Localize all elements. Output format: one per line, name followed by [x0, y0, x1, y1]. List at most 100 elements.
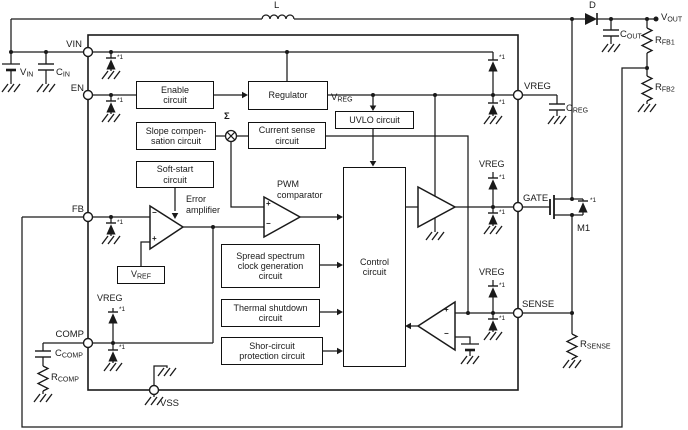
- m1-body-diode: [577, 200, 589, 214]
- wire-current-sense: [215, 135, 469, 313]
- wire-sum-to-pwm: [230, 141, 264, 208]
- esd-note: *1: [117, 219, 124, 226]
- error-amplifier-symbol: [149, 204, 185, 251]
- gate-driver-symbol: [417, 185, 457, 229]
- ccomp-label: CCOMP: [55, 348, 83, 360]
- vref-label: V: [130, 268, 137, 279]
- esd-note: *1: [590, 197, 597, 204]
- wire-vin-rail: [92, 51, 494, 95]
- sense-comparator-symbol: [416, 300, 456, 352]
- error-amplifier-label: Error amplifier: [186, 194, 221, 215]
- rcomp-symbol: [37, 365, 49, 392]
- pwm-minus-sign: −: [266, 219, 271, 228]
- wire-blocks-to-control: [320, 264, 337, 352]
- rsense-label: RSENSE: [580, 339, 611, 351]
- pin-label-sense: SENSE: [522, 299, 555, 310]
- sense-comp-minus-sign: −: [444, 329, 449, 338]
- rcomp-label: RCOMP: [51, 372, 79, 384]
- error-amp-minus-sign: −: [152, 208, 157, 217]
- wire-rsense: [522, 312, 573, 360]
- block-current-sense: Current sense circuit: [248, 122, 326, 149]
- pin-vin: [82, 46, 94, 58]
- esd-note: *1: [499, 54, 506, 61]
- esd-note: *1: [499, 282, 506, 289]
- pin-fb: [82, 211, 94, 223]
- pin-label-comp: COMP: [55, 329, 85, 340]
- vreg-rail-label-gate: VREG: [479, 159, 505, 169]
- rfb1-label: RFB1: [655, 35, 675, 47]
- esd-note: *1: [119, 306, 126, 313]
- wire-sense-comp: [411, 312, 514, 356]
- esd-note: *1: [499, 174, 506, 181]
- creg-symbol: [548, 103, 566, 111]
- vreg-rail-label-comp: VREG: [97, 293, 123, 303]
- pin-label-fb: FB: [71, 204, 84, 215]
- cin-label: CIN: [56, 67, 70, 79]
- inductor-label: L: [274, 0, 280, 11]
- block-regulator: Regulator: [248, 81, 328, 110]
- block-soft-start: Soft-start circuit: [136, 161, 214, 188]
- signal-arrows: [171, 91, 411, 355]
- esd-note: *1: [499, 99, 506, 106]
- sense-ref-source-symbol: [459, 342, 481, 352]
- vin-source-label: VIN: [20, 67, 34, 79]
- wire-feedback-loop: [21, 67, 645, 428]
- block-enable-circuit: Enable circuit: [136, 81, 214, 109]
- diode-d: [585, 13, 598, 25]
- block-slope-compensation: Slope compen- sation circuit: [136, 122, 216, 150]
- esd-note: *1: [499, 315, 506, 322]
- esd-note: *1: [119, 344, 126, 351]
- pin-comp: [82, 337, 94, 349]
- vin-source-symbol: [0, 62, 22, 72]
- esd-note: *1: [499, 209, 506, 216]
- rfb1-symbol: [641, 27, 653, 54]
- sigma-label: Σ: [224, 111, 230, 122]
- wire-comp-int: [92, 308, 213, 363]
- vreg-rail-label-sense: VREG: [479, 267, 505, 277]
- wire-creg: [522, 94, 558, 116]
- pin-vreg: [512, 89, 524, 101]
- wire-driver: [406, 206, 514, 232]
- summing-node: [224, 129, 238, 143]
- cout-label: COUT: [620, 29, 642, 41]
- cout-symbol: [602, 29, 620, 37]
- wire-m1: [522, 19, 584, 313]
- vout-terminal: [653, 16, 659, 22]
- pin-label-gate: GATE: [523, 193, 549, 204]
- mosfet-label: M1: [577, 223, 591, 234]
- wire-vref: [140, 241, 150, 266]
- error-amp-plus-sign: +: [152, 234, 157, 243]
- junction-dots: [9, 16, 659, 345]
- pin-label-vss: VSS: [160, 398, 180, 409]
- ccomp-symbol: [34, 350, 52, 358]
- pwm-comparator-symbol: [263, 195, 302, 239]
- pwm-comparator-label: PWM comparator: [277, 179, 323, 200]
- rfb2-symbol: [641, 75, 653, 102]
- pin-vss: [148, 384, 160, 396]
- ic-pins: [82, 46, 524, 396]
- block-vref: VREF: [117, 266, 165, 284]
- wire-network: [10, 14, 656, 428]
- sense-comp-plus-sign: +: [444, 305, 449, 314]
- creg-label: CREG: [566, 103, 589, 115]
- block-spread-spectrum: Spread spectrum clock generation circuit: [221, 244, 320, 288]
- wire-comp-ext: [42, 342, 84, 394]
- rfb2-label: RFB2: [655, 82, 675, 94]
- block-control-circuit: Control circuit: [343, 167, 406, 367]
- pin-label-vin: VIN: [66, 39, 82, 50]
- esd-note: *1: [117, 97, 124, 104]
- rsense-symbol: [566, 333, 578, 360]
- pin-en: [82, 89, 94, 101]
- diode-label: D: [589, 0, 596, 11]
- vreg-output-label: VREG: [331, 91, 353, 103]
- cin-symbol: [37, 63, 55, 71]
- pin-sense: [512, 307, 524, 319]
- inductor-l: [261, 14, 295, 20]
- vout-label: VOUT: [661, 12, 683, 24]
- pwm-plus-sign: +: [266, 199, 271, 208]
- pin-label-vreg: VREG: [524, 81, 551, 92]
- wire-error-out: [174, 188, 264, 343]
- pin-gate: [512, 201, 524, 213]
